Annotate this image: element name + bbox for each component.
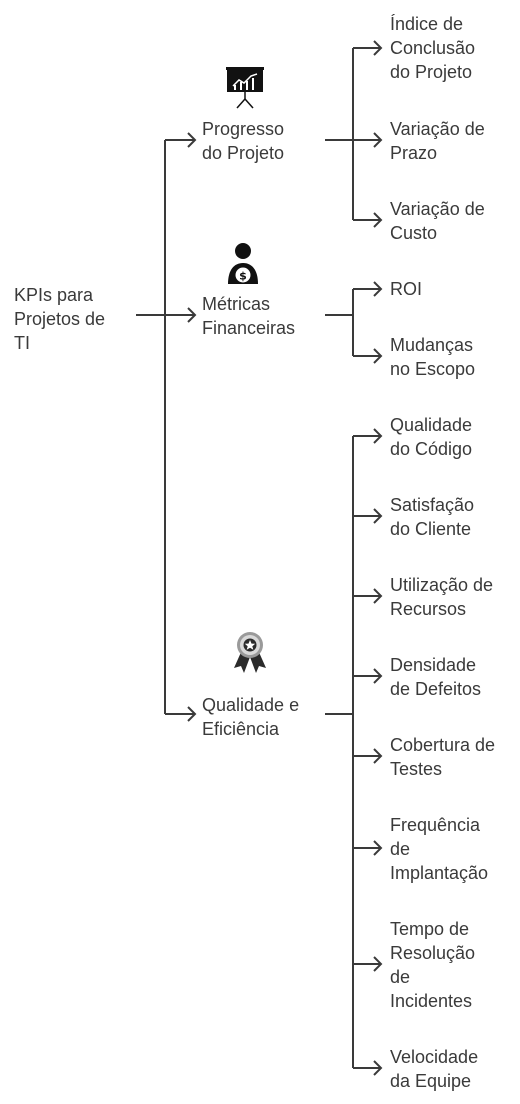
category-label-financeiras: Métricas Financeiras — [202, 294, 296, 338]
item-arrowhead-1-0 — [373, 281, 383, 297]
item-arrowhead-2-7 — [373, 1060, 383, 1076]
item-arrowhead-2-0 — [373, 428, 383, 444]
category-arrowhead-0 — [187, 132, 197, 148]
item-mudancas-escopo: Mudanças no Escopo — [390, 335, 476, 379]
item-arrowhead-2-6 — [373, 956, 383, 972]
item-variacao-prazo: Variação de Prazo — [390, 119, 485, 163]
item-arrowhead-2-5 — [373, 840, 383, 856]
item-arrowhead-2-4 — [373, 748, 383, 764]
item-arrowhead-2-3 — [373, 668, 383, 684]
category-label-qualidade: Qualidade e Eficiência — [202, 695, 300, 739]
item-arrowhead-0-1 — [373, 132, 383, 148]
item-densidade-defeitos: Densidade de Defeitos — [390, 655, 482, 699]
category-arrowhead-2 — [187, 706, 197, 722]
item-satisfacao-cliente: Satisfação do Cliente — [390, 495, 475, 539]
item-roi: ROI — [390, 279, 423, 299]
svg-text:$: $ — [239, 270, 247, 283]
award-badge-icon — [230, 630, 270, 676]
item-arrowhead-0-2 — [373, 212, 383, 228]
item-arrowhead-2-1 — [373, 508, 383, 524]
item-arrowhead-2-2 — [373, 588, 383, 604]
category-arrowhead-1 — [187, 307, 197, 323]
item-arrowhead-0-0 — [373, 40, 383, 56]
category-label-progresso: Progresso do Projeto — [202, 119, 285, 163]
item-variacao-custo: Variação de Custo — [390, 199, 485, 243]
item-tempo-resolucao: Tempo de Resolução de Incidentes — [390, 919, 476, 1011]
item-velocidade-equipe: Velocidade da Equipe — [390, 1047, 479, 1091]
item-qualidade-codigo: Qualidade do Código — [390, 415, 473, 459]
root-label: KPIs para Projetos de TI — [14, 285, 106, 353]
item-cobertura-testes: Cobertura de Testes — [390, 735, 496, 779]
item-arrowhead-1-1 — [373, 348, 383, 364]
finance-person-icon: $ — [224, 242, 262, 286]
item-utilizacao-recursos: Utilização de Recursos — [390, 575, 494, 619]
item-frequencia-implantacao: Frequência de Implantação — [390, 815, 489, 883]
item-indice-conclusao: Índice de Conclusão do Projeto — [390, 14, 476, 82]
presentation-chart-icon — [224, 66, 266, 110]
